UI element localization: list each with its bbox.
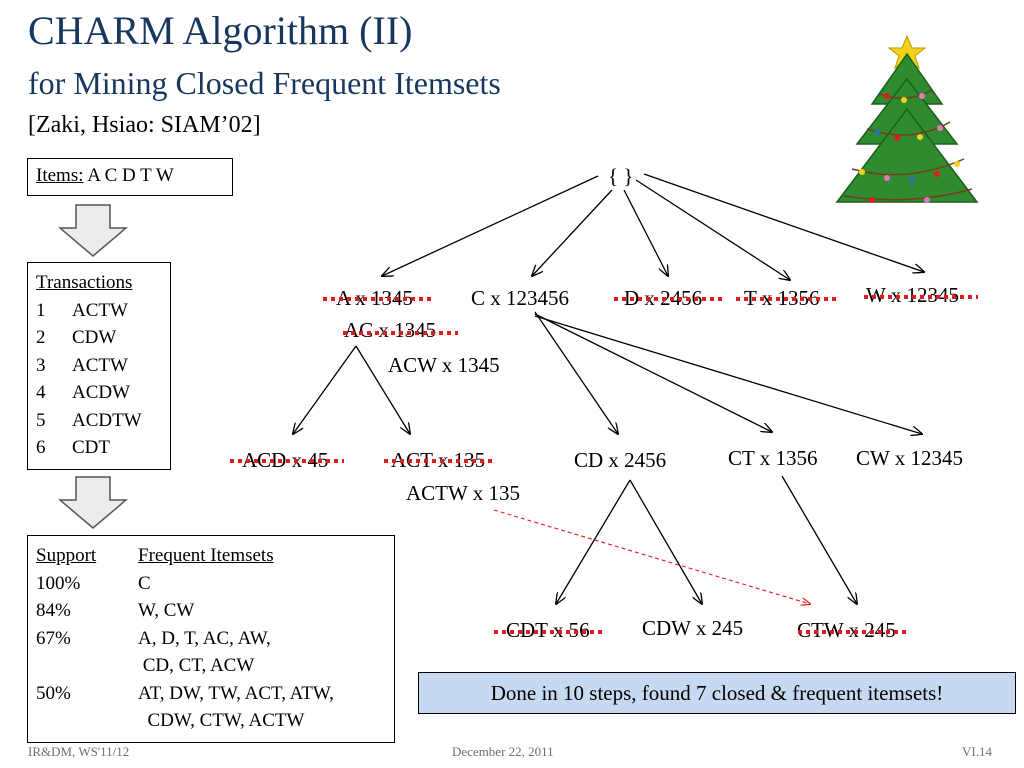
edge-root-c [532, 189, 613, 276]
title-citation: [Zaki, Hsiao: SIAM’02] [28, 112, 261, 138]
edge-ac-act [355, 345, 410, 434]
node-actw: ACTW x 135 [406, 481, 520, 505]
node-t: T x 1356 [744, 286, 820, 310]
node-ct: CT x 1356 [728, 446, 818, 470]
results-row: 100%C [36, 572, 151, 594]
results-row: CD, CT, ACW [138, 655, 255, 676]
edge-c-cd [534, 311, 618, 434]
node-cw: CW x 12345 [856, 446, 963, 470]
edge-c-ct [534, 313, 772, 432]
down-arrow-icon [58, 476, 128, 529]
footer-page: VI.14 [962, 744, 992, 759]
down-arrow-icon [58, 204, 128, 257]
transactions-header: Transactions [36, 272, 133, 293]
edge-actw-ctw-dashed [493, 509, 810, 604]
node-cdw: CDW x 245 [642, 616, 744, 640]
items-label: Items: [36, 165, 84, 186]
edge-ac-acd [293, 345, 357, 434]
edge-ct-ctw [781, 475, 857, 604]
edge-cd-cdt [556, 479, 631, 604]
edge-cd-cdw [629, 479, 702, 604]
node-cd: CD x 2456 [574, 448, 667, 472]
edge-c-cw [534, 315, 922, 434]
edge-root-d [623, 189, 668, 276]
node-act: ACT x 135 [391, 448, 486, 472]
edge-root-w [643, 173, 924, 272]
results-row: 84%W, CW [36, 600, 195, 621]
title-line2: for Mining Closed Frequent Itemsets [28, 65, 501, 101]
done-summary: Done in 10 steps, found 7 closed & frequ… [418, 672, 1016, 714]
title-line1: CHARM Algorithm (II) [28, 8, 413, 53]
results-row: 50%AT, DW, TW, ACT, ATW, [36, 682, 334, 704]
node-c: C x 123456 [471, 286, 570, 310]
results-row: 67%A, D, T, AC, AW, [36, 627, 271, 649]
edge-root-t [635, 179, 790, 280]
items-box: Items: A C D T W [27, 158, 233, 196]
christmas-tree-icon [835, 34, 979, 203]
results-row: CDW, CTW, ACTW [138, 710, 305, 731]
node-root: { } [608, 164, 634, 188]
edge-root-a [382, 175, 599, 276]
node-ac: AC x 1345 [344, 318, 437, 342]
node-acw: ACW x 1345 [388, 353, 500, 377]
footer-date: December 22, 2011 [452, 744, 554, 759]
items-value: A C D T W [87, 165, 174, 186]
footer-left: IR&DM, WS'11/12 [28, 744, 130, 759]
